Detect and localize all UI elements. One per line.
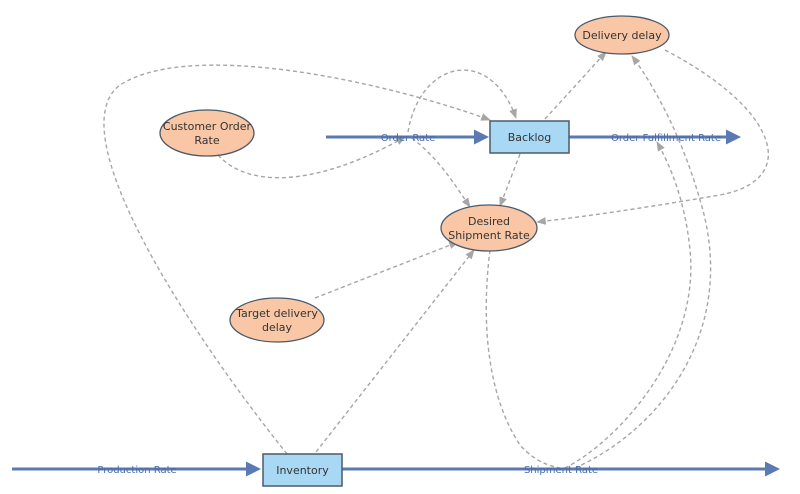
- production-rate-label: Production Rate: [97, 465, 176, 476]
- flows: [12, 129, 780, 477]
- order-fulfillment-label: Order Fulfillment Rate: [611, 133, 721, 144]
- backlog-label: Backlog: [508, 131, 551, 144]
- link-order-rate-to-desired-shipment: [411, 137, 471, 208]
- delivery-delay-label: Delivery delay: [582, 29, 662, 42]
- link-target-delay-to-desired-shipment: [314, 241, 459, 299]
- desired-shipment-rate-node[interactable]: Desired Shipment Rate: [440, 204, 538, 252]
- customer-order-rate-line2: Rate: [194, 134, 219, 147]
- desired-shipment-rate-line1: Desired: [468, 215, 510, 228]
- order-rate-label: Order Rate: [381, 133, 436, 144]
- link-desired-shipment-to-shipment-rate: [485, 249, 561, 469]
- desired-shipment-rate-line2: Shipment Rate: [448, 229, 530, 242]
- link-delivery-delay-to-desired-shipment: [536, 49, 770, 225]
- customer-order-rate-line1: Customer Order: [163, 120, 252, 133]
- link-backlog-to-desired-shipment: [499, 153, 521, 207]
- customer-order-rate-node[interactable]: Customer Order Rate: [159, 109, 255, 157]
- delivery-delay-node[interactable]: Delivery delay: [574, 15, 670, 55]
- target-delivery-delay-line2: delay: [262, 321, 293, 334]
- link-customer-order-to-order-rate: [217, 136, 406, 179]
- link-backlog-to-delivery-delay: [544, 51, 607, 120]
- link-shipment-rate-to-fulfillment: [564, 141, 692, 469]
- target-delivery-delay-node[interactable]: Target delivery delay: [229, 297, 325, 343]
- link-inventory-to-backlog: [103, 64, 491, 455]
- inventory-stock[interactable]: Inventory: [262, 453, 343, 487]
- inventory-label: Inventory: [276, 464, 329, 477]
- target-delivery-delay-line1: Target delivery: [235, 307, 318, 320]
- link-order-rate-to-backlog: [407, 69, 517, 133]
- backlog-stock[interactable]: Backlog: [489, 120, 570, 154]
- link-inventory-to-desired-shipment: [315, 249, 475, 453]
- shipment-rate-label: Shipment Rate: [524, 465, 598, 476]
- causal-links: [103, 49, 770, 469]
- link-shipment-rate-to-delivery-delay: [574, 55, 712, 469]
